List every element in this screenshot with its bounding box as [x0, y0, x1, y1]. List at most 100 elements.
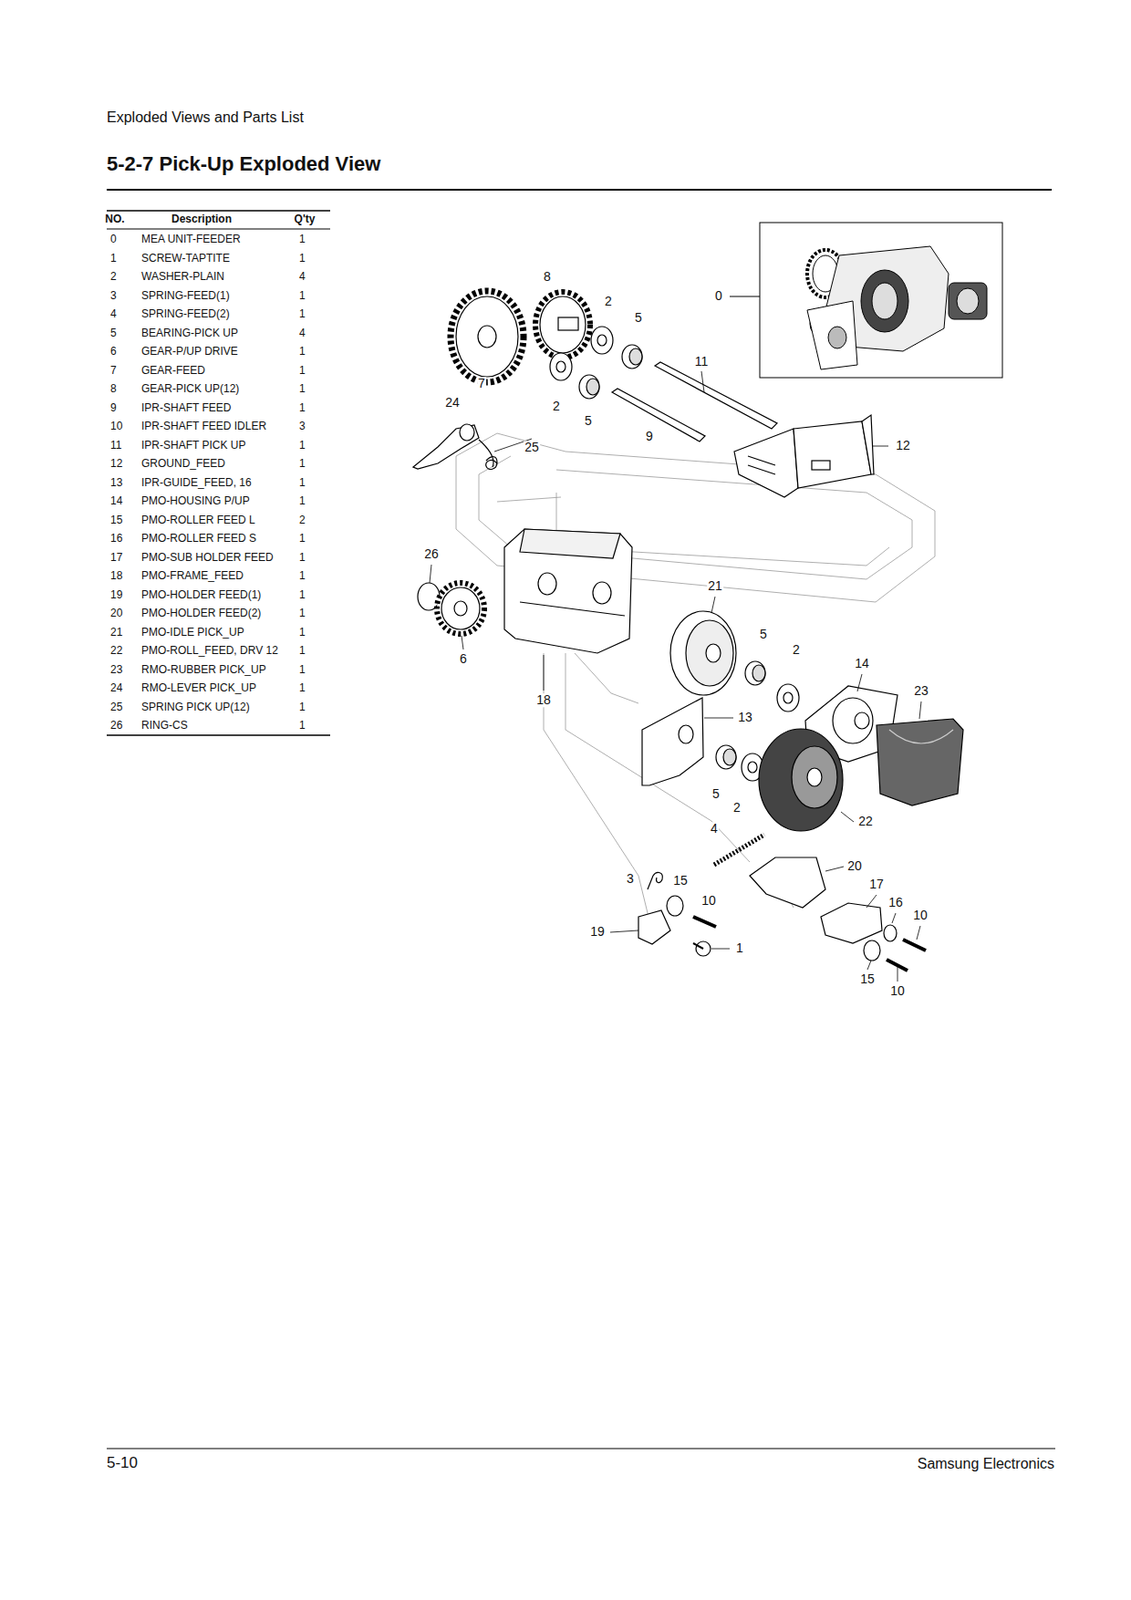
part-quantity: 1 [299, 457, 306, 470]
callout-number: 10 [700, 893, 717, 908]
callout-number: 5 [583, 414, 593, 428]
part-description: SPRING-FEED(1) [141, 290, 230, 302]
part-description: PMO-FRAME_FEED [141, 570, 244, 582]
part-quantity: 1 [299, 439, 306, 452]
part-quantity: 1 [299, 290, 306, 302]
callout-number: 14 [853, 656, 871, 671]
part-quantity: 1 [299, 477, 306, 489]
part-number: 1 [110, 252, 117, 265]
part-quantity: 1 [299, 532, 306, 545]
part-quantity: 1 [299, 644, 306, 657]
part-description: SCREW-TAPTITE [141, 252, 230, 265]
callout-number: 24 [444, 395, 461, 410]
callout-number: 15 [859, 972, 876, 986]
part-number: 18 [110, 570, 123, 582]
part-quantity: 1 [299, 719, 306, 732]
part-description: IPR-SHAFT PICK UP [141, 439, 246, 452]
callout-number: 15 [672, 873, 689, 888]
part-description: PMO-SUB HOLDER FEED [141, 551, 274, 564]
callout-number: 0 [714, 289, 724, 303]
part-number: 9 [110, 402, 117, 415]
part-description: IPR-GUIDE_FEED, 16 [141, 477, 252, 489]
part-quantity: 1 [299, 607, 306, 620]
part-number: 23 [110, 664, 123, 676]
part-number: 15 [110, 514, 123, 527]
part-description: PMO-ROLLER FEED L [141, 514, 256, 527]
callout-number: 26 [423, 547, 440, 561]
part-quantity: 1 [299, 308, 306, 321]
part-description: GEAR-P/UP DRIVE [141, 345, 239, 358]
part-number: 24 [110, 682, 123, 695]
part-quantity: 4 [299, 270, 306, 283]
callout-number: 7 [477, 376, 487, 391]
callout-number: 3 [625, 871, 635, 886]
part-description: RMO-RUBBER PICK_UP [141, 664, 267, 676]
callout-number: 12 [894, 438, 912, 453]
part-description: IPR-SHAFT FEED [141, 402, 231, 415]
callout-number: 2 [603, 294, 613, 309]
section-header: Exploded Views and Parts List [106, 109, 304, 126]
callout-number: 20 [846, 859, 863, 873]
part-description: MEA UNIT-FEEDER [141, 233, 241, 246]
callout-number: 2 [791, 643, 801, 657]
part-quantity: 4 [299, 327, 306, 340]
part-description: PMO-ROLLER FEED S [141, 532, 257, 545]
table-header: Description [171, 213, 232, 226]
part-number: 4 [110, 308, 117, 321]
part-number: 11 [110, 439, 122, 452]
callout-number: 5 [633, 311, 644, 325]
part-number: 17 [110, 551, 123, 564]
part-description: BEARING-PICK UP [141, 327, 239, 340]
part-quantity: 1 [299, 364, 306, 377]
part-number: 0 [110, 233, 117, 246]
callout-number: 5 [711, 787, 721, 801]
part-quantity: 3 [299, 420, 306, 433]
part-quantity: 1 [299, 701, 306, 714]
part-description: PMO-IDLE PICK_UP [141, 626, 245, 639]
part-description: RING-CS [141, 719, 188, 732]
part-quantity: 1 [299, 664, 306, 676]
callout-number: 1 [735, 941, 745, 955]
callout-number: 11 [694, 354, 710, 369]
callout-number: 10 [889, 984, 906, 998]
part-number: 6 [110, 345, 117, 358]
part-quantity: 1 [299, 402, 306, 415]
part-description: GEAR-FEED [141, 364, 206, 377]
part-number: 5 [110, 327, 117, 340]
part-number: 25 [110, 701, 123, 714]
callout-number: 17 [868, 877, 885, 892]
part-description: GROUND_FEED [141, 457, 226, 470]
callout-number: 9 [644, 429, 654, 444]
part-description: PMO-HOUSING P/UP [141, 495, 250, 508]
part-number: 16 [110, 532, 123, 545]
page-title: 5-2-7 Pick-Up Exploded View [106, 153, 381, 176]
part-quantity: 1 [299, 495, 306, 508]
part-description: GEAR-PICK UP(12) [141, 383, 239, 395]
part-description: PMO-HOLDER FEED(1) [141, 589, 261, 602]
callout-number: 6 [458, 652, 468, 666]
callout-number: 22 [857, 814, 874, 829]
callout-number: 19 [589, 924, 606, 939]
part-number: 12 [110, 457, 123, 470]
part-quantity: 1 [299, 589, 306, 602]
table-header: NO. [104, 213, 125, 226]
table-header: Q'ty [294, 213, 316, 226]
part-quantity: 1 [299, 682, 306, 695]
part-description: SPRING-FEED(2) [141, 308, 230, 321]
callout-number: 21 [706, 579, 724, 593]
part-number: 3 [110, 290, 117, 302]
part-number: 22 [110, 644, 123, 657]
part-description: WASHER-PLAIN [141, 270, 225, 283]
part-number: 21 [110, 626, 123, 639]
part-quantity: 1 [299, 252, 306, 265]
part-description: RMO-LEVER PICK_UP [141, 682, 257, 695]
callout-number: 18 [535, 693, 552, 707]
part-quantity: 1 [299, 345, 306, 358]
part-quantity: 1 [299, 233, 306, 246]
page-number: 5-10 [106, 1454, 138, 1473]
callout-number: 10 [912, 908, 929, 923]
part-number: 10 [110, 420, 123, 433]
callout-number: 5 [758, 627, 768, 642]
part-number: 13 [110, 477, 123, 489]
